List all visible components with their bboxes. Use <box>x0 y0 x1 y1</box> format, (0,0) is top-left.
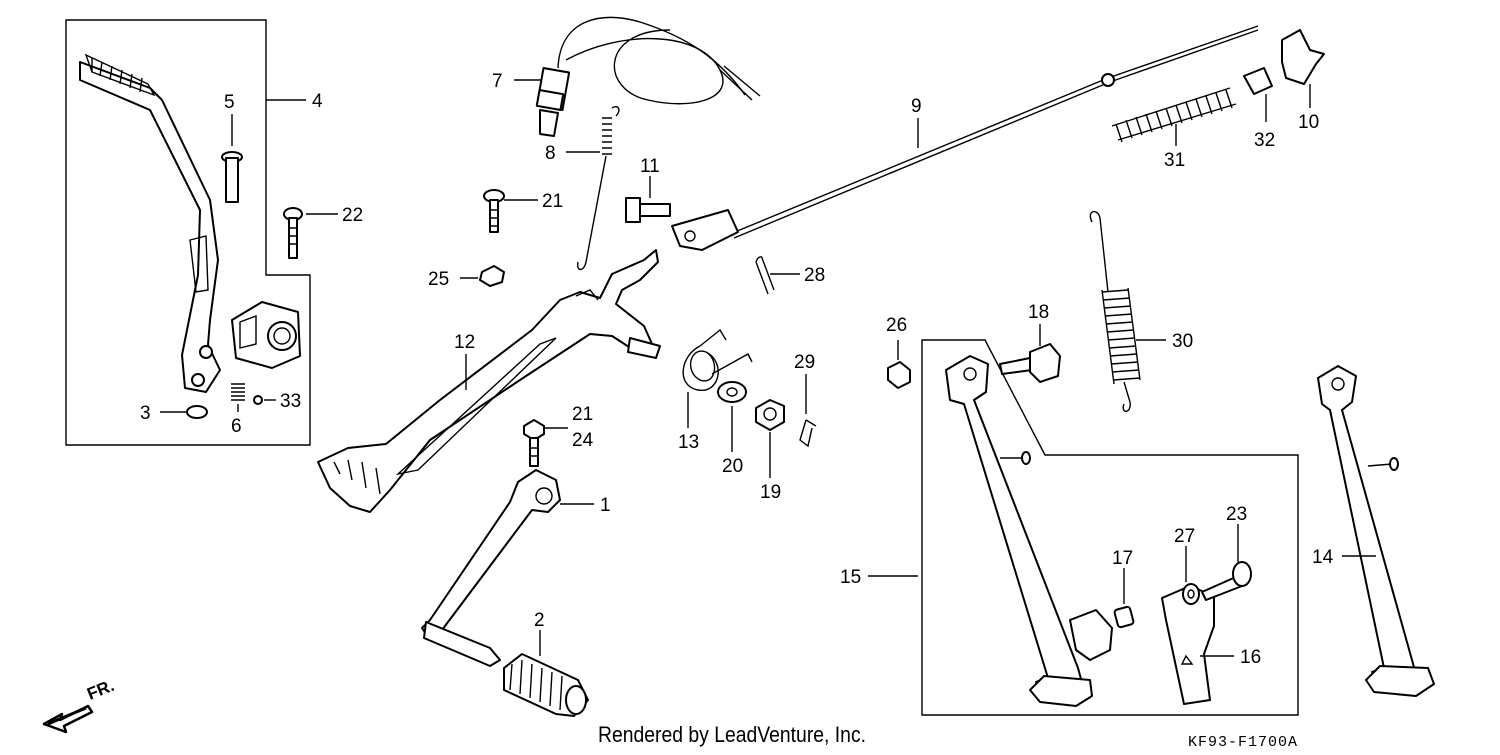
spring-6 <box>231 383 245 401</box>
nut-25 <box>479 265 505 287</box>
callout-12: 12 <box>454 332 475 353</box>
callout-21-upper: 21 <box>542 191 563 212</box>
callout-20: 20 <box>722 456 743 477</box>
spacer-17 <box>1113 605 1135 629</box>
front-arrow-icon <box>42 704 94 734</box>
callout-19: 19 <box>760 482 781 503</box>
joint-32 <box>1243 67 1273 95</box>
callout-7: 7 <box>492 71 503 92</box>
callout-23: 23 <box>1226 504 1247 525</box>
gearshift-arm-1 <box>421 469 561 667</box>
front-direction-indicator: FR. <box>42 676 117 734</box>
side-stand-15 <box>945 355 1113 707</box>
callout-18: 18 <box>1028 302 1049 323</box>
bolt-23 <box>1201 561 1252 601</box>
spring-31 <box>1111 87 1237 143</box>
kick-starter-hub <box>231 301 301 369</box>
callout-2: 2 <box>534 610 545 631</box>
kick-starter-group-box <box>65 19 311 446</box>
callout-10: 10 <box>1298 112 1319 133</box>
bolt-21-upper <box>483 189 505 233</box>
ball-33 <box>253 395 263 405</box>
nut-26 <box>887 361 911 389</box>
washer-20 <box>717 381 747 403</box>
callout-24: 24 <box>572 430 594 451</box>
front-direction-label: FR. <box>84 676 117 704</box>
callout-33: 33 <box>280 391 301 412</box>
callout-4: 4 <box>312 91 323 112</box>
callout-3: 3 <box>140 403 151 424</box>
diagram-code: KF93-F1700A <box>1188 734 1299 751</box>
callout-26: 26 <box>886 315 907 336</box>
callout-15: 15 <box>840 567 861 588</box>
gearshift-rubber-2 <box>503 653 589 717</box>
callout-11: 11 <box>640 156 660 177</box>
render-credit: Rendered by LeadVenture, Inc. <box>598 722 867 747</box>
return-spring-13 <box>682 328 753 391</box>
callout-8: 8 <box>545 143 556 164</box>
bolt-18 <box>999 343 1061 383</box>
callout-13: 13 <box>678 432 699 453</box>
bolt-22 <box>283 207 303 259</box>
callout-32: 32 <box>1254 130 1275 151</box>
stop-switch-7 <box>535 16 761 137</box>
callout-16: 16 <box>1240 647 1261 668</box>
callout-25: 25 <box>428 269 449 290</box>
brake-rod-9 <box>671 25 1259 251</box>
spring-30 <box>1089 211 1141 412</box>
cotter-pin-29 <box>799 419 817 448</box>
callout-29: 29 <box>794 352 815 373</box>
pin-28 <box>755 256 775 295</box>
bolt-5 <box>221 151 243 203</box>
side-stand-group-box <box>921 339 1299 716</box>
callout-30: 30 <box>1172 331 1193 352</box>
callout-22: 22 <box>342 205 363 226</box>
bolt-11 <box>625 197 671 223</box>
kick-starter-arm <box>79 53 221 393</box>
side-stand-14 <box>1317 365 1435 697</box>
callout-9: 9 <box>911 96 922 117</box>
bolt-21-24 <box>523 419 545 467</box>
callout-31: 31 <box>1164 150 1185 171</box>
callout-17: 17 <box>1112 548 1133 569</box>
callout-labels: 5 4 22 3 6 33 7 8 9 31 32 10 11 21 25 28… <box>140 71 1334 668</box>
callout-14: 14 <box>1312 547 1334 568</box>
nut-3 <box>186 405 208 419</box>
callout-6: 6 <box>231 416 242 437</box>
callout-5: 5 <box>224 92 235 113</box>
spring-8 <box>576 106 620 271</box>
brake-pedal-12 <box>317 249 661 513</box>
washer-27 <box>1182 583 1200 605</box>
callout-28: 28 <box>804 265 825 286</box>
callout-1: 1 <box>600 495 611 516</box>
adjusting-nut-10 <box>1281 29 1325 85</box>
nut-19 <box>755 399 785 431</box>
callout-21-lower: 21 <box>572 404 593 425</box>
leader-lines <box>160 79 1376 657</box>
callout-27: 27 <box>1174 526 1195 547</box>
